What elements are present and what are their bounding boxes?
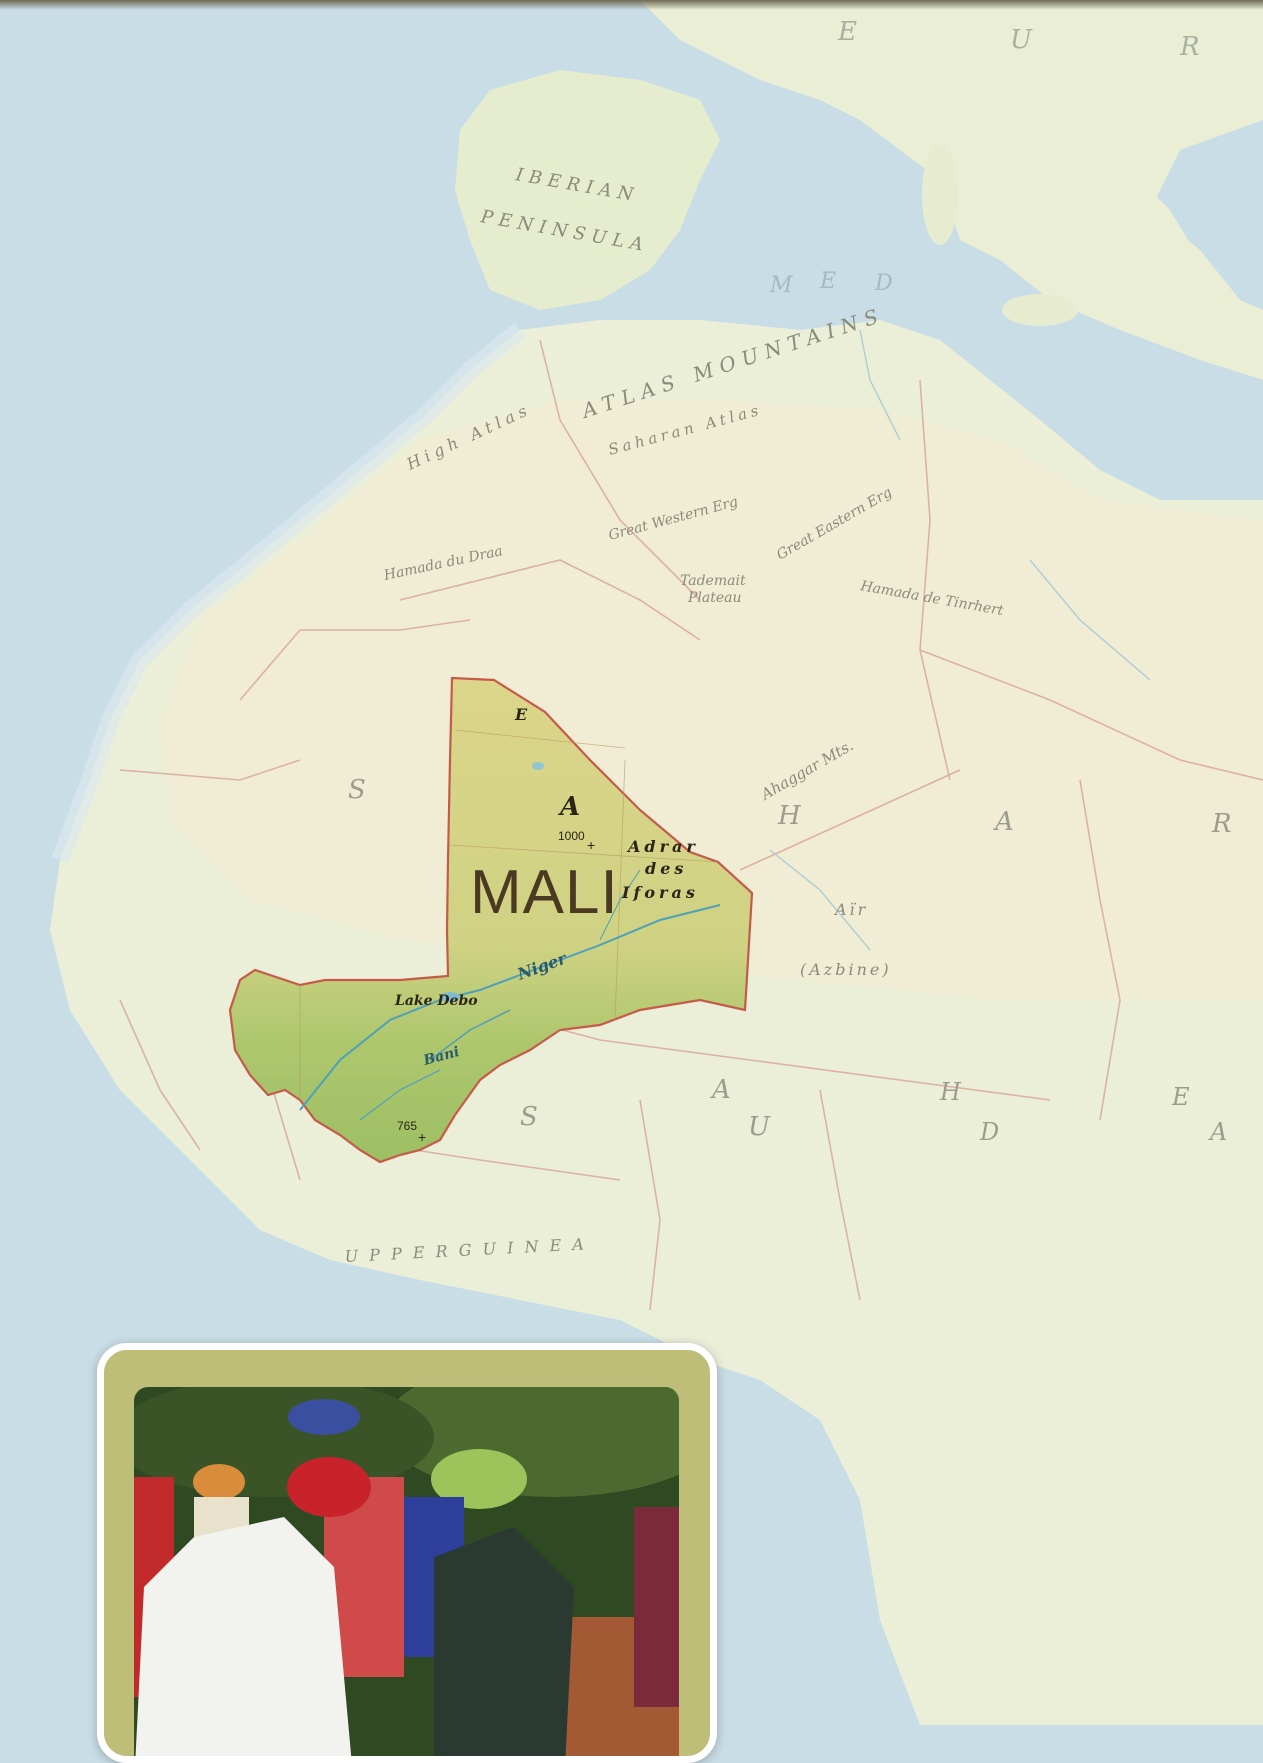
label-letter-e-mali: E — [514, 705, 528, 724]
label-lake-debo: Lake Debo — [394, 993, 478, 1009]
rivers — [769, 329, 1151, 951]
label-letter-a4: A — [1208, 1118, 1227, 1146]
mali-internal-detail — [299, 729, 721, 1121]
sardinia — [922, 145, 958, 245]
label-letter-u: U — [748, 1112, 771, 1142]
label-iforas: Iforas — [621, 883, 699, 902]
label-elev-765: 765 — [397, 1119, 417, 1133]
label-air: Aïr — [833, 900, 868, 919]
mali-territory[interactable] — [228, 676, 754, 1164]
label-letter-a3: A — [710, 1075, 731, 1105]
photo-person-right-edge — [634, 1507, 679, 1707]
photo-headwrap-green — [431, 1449, 527, 1509]
sahara — [160, 400, 1263, 1000]
label-des: des — [645, 859, 687, 878]
label-tademait: Tademait — [680, 573, 746, 589]
label-adrar: Adrar — [626, 837, 699, 856]
mali-labels: E A 1000 + Adrar des Iforas Niger Lake D… — [394, 705, 699, 1145]
photo-headwrap-red — [287, 1457, 371, 1517]
photo-headwrap-orange — [193, 1464, 245, 1500]
photo-women-market — [134, 1387, 679, 1756]
label-letter-e3: E — [819, 269, 836, 294]
sicily — [1002, 294, 1078, 326]
label-tademait-plateau: Plateau — [687, 590, 742, 606]
iberian-peninsula — [455, 70, 720, 310]
label-letter-d: D — [979, 1118, 999, 1146]
country-borders — [119, 339, 1263, 1311]
label-letter-r2: R — [1179, 32, 1200, 62]
coast-shadow — [51, 322, 526, 864]
top-shadow — [0, 0, 1263, 10]
mark-elev-765: + — [418, 1129, 426, 1145]
label-letter-u2: U — [1010, 25, 1033, 55]
label-letter-r: R — [1211, 809, 1232, 839]
label-letter-m: M — [769, 273, 793, 298]
label-letter-s1: S — [348, 775, 366, 805]
country-label-mali: MALI — [470, 858, 619, 927]
photo-woman-dark-shirt — [434, 1527, 574, 1756]
photo-frame — [97, 1343, 717, 1763]
label-letter-e2: E — [837, 17, 857, 47]
photo-headwrap-blue — [288, 1399, 360, 1435]
label-azbine: (Azbine) — [800, 960, 892, 979]
label-letter-h: H — [777, 801, 802, 831]
label-letter-a1: A — [557, 792, 580, 822]
label-letter-e: E — [1171, 1083, 1190, 1111]
italy — [1080, 130, 1200, 275]
photo-woman-white-shirt — [135, 1517, 352, 1756]
label-letter-h2: H — [939, 1078, 962, 1106]
label-letter-d2: D — [874, 271, 893, 296]
label-letter-s2: S — [520, 1102, 538, 1132]
mark-elev-1000: + — [587, 837, 595, 853]
label-letter-a2: A — [993, 807, 1014, 837]
label-elev-1000: 1000 — [558, 829, 585, 843]
